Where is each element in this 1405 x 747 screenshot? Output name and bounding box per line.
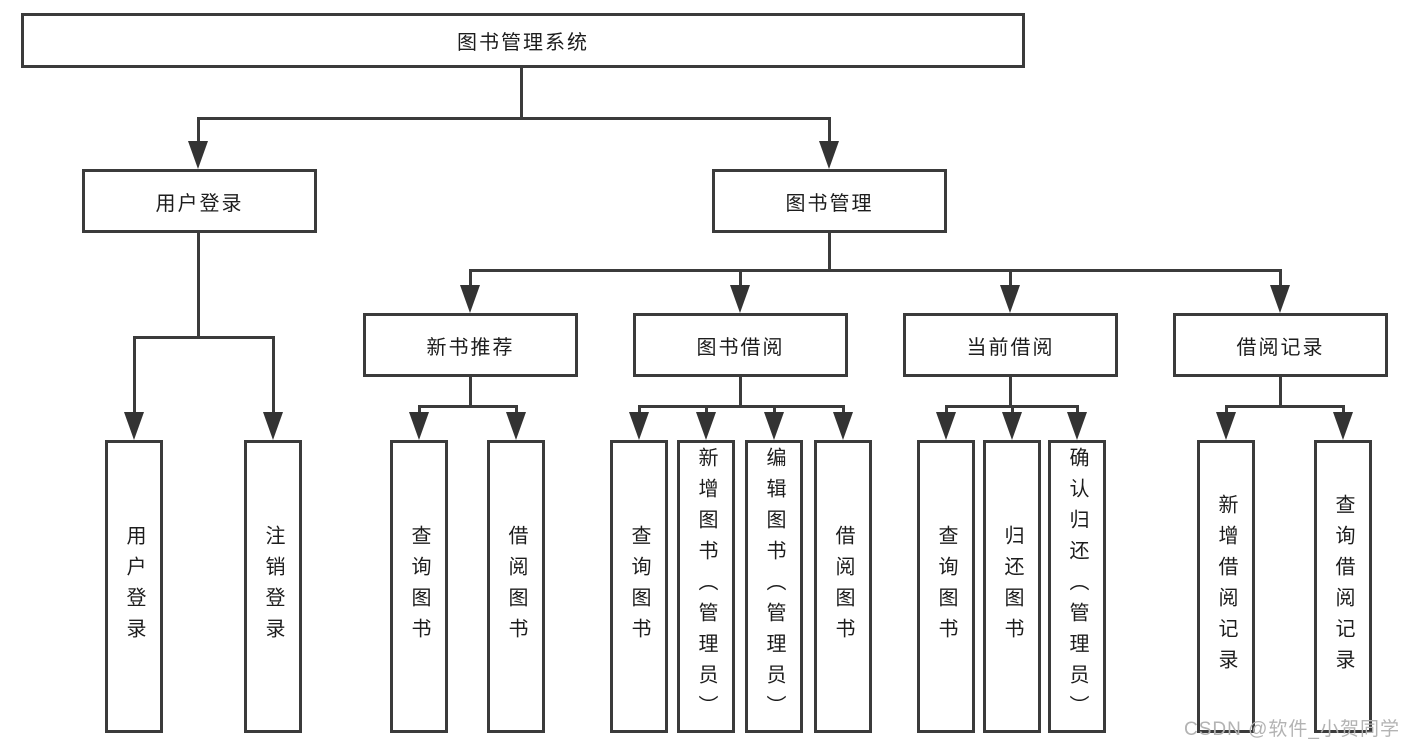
node-user-login: 用户登录 (82, 169, 317, 233)
leaf-query-book-3: 查询图书 (917, 440, 975, 733)
edge-rail-user-login (133, 336, 275, 339)
edge-drop (515, 405, 518, 414)
arrow-down-icon (1000, 285, 1020, 313)
edge-drop (1009, 269, 1012, 287)
edge-rail-book-borrow (638, 405, 845, 408)
arrow-down-icon (936, 412, 956, 440)
arrow-down-icon (1216, 412, 1236, 440)
arrow-down-icon (764, 412, 784, 440)
edge-rail-borrow-record (1225, 405, 1345, 408)
leaf-add-borrow-record: 新增借阅记录 (1197, 440, 1255, 733)
arrow-down-icon (696, 412, 716, 440)
edge-drop (1279, 269, 1282, 287)
node-book-borrow: 图书借阅 (633, 313, 848, 377)
csdn-watermark: CSDN @软件_小贺同学 (1184, 719, 1400, 740)
leaf-add-book-admin: 新增图书（管理员） (677, 440, 735, 733)
edge-drop (469, 269, 472, 287)
edge-drop (945, 405, 948, 414)
node-borrow-record: 借阅记录 (1173, 313, 1388, 377)
leaf-borrow-book-2: 借阅图书 (814, 440, 872, 733)
edge-drop (638, 405, 641, 414)
edge-drop (705, 405, 708, 414)
edge-book-borrow-stem (739, 377, 742, 405)
leaf-query-book-2: 查询图书 (610, 440, 668, 733)
edge-current-borrow-stem (1009, 377, 1012, 405)
edge-drop (773, 405, 776, 414)
edge-drop (197, 117, 200, 145)
node-root: 图书管理系统 (21, 13, 1025, 68)
leaf-query-borrow-record: 查询借阅记录 (1314, 440, 1372, 733)
arrow-down-icon (124, 412, 144, 440)
edge-drop (842, 405, 845, 414)
leaf-edit-book-admin: 编辑图书（管理员） (745, 440, 803, 733)
edge-root-stem (520, 68, 523, 117)
edge-rail-book-mgmt (469, 269, 1281, 272)
leaf-confirm-return-admin: 确认归还（管理员） (1048, 440, 1106, 733)
edge-drop (828, 117, 831, 145)
leaf-return-book: 归还图书 (983, 440, 1041, 733)
arrow-down-icon (819, 141, 839, 169)
arrow-down-icon (730, 285, 750, 313)
edge-borrow-record-stem (1279, 377, 1282, 405)
edge-drop (1342, 405, 1345, 414)
edge-rail-new-book (418, 405, 518, 408)
arrow-down-icon (460, 285, 480, 313)
edge-drop (739, 269, 742, 287)
edge-rail-level2 (197, 117, 831, 120)
edge-drop (272, 336, 275, 414)
edge-book-mgmt-stem (828, 233, 831, 269)
arrow-down-icon (833, 412, 853, 440)
edge-drop (1011, 405, 1014, 414)
arrow-down-icon (1002, 412, 1022, 440)
arrow-down-icon (409, 412, 429, 440)
edge-drop (1225, 405, 1228, 414)
arrow-down-icon (188, 141, 208, 169)
leaf-user-login: 用户登录 (105, 440, 163, 733)
arrow-down-icon (506, 412, 526, 440)
leaf-logout: 注销登录 (244, 440, 302, 733)
leaf-query-book-1: 查询图书 (390, 440, 448, 733)
arrow-down-icon (1067, 412, 1087, 440)
node-new-book-recommend: 新书推荐 (363, 313, 578, 377)
arrow-down-icon (263, 412, 283, 440)
arrow-down-icon (1333, 412, 1353, 440)
node-book-management: 图书管理 (712, 169, 947, 233)
edge-drop (418, 405, 421, 414)
edge-drop (1076, 405, 1079, 414)
edge-drop (133, 336, 136, 414)
edge-new-book-stem (469, 377, 472, 405)
arrow-down-icon (629, 412, 649, 440)
leaf-borrow-book-1: 借阅图书 (487, 440, 545, 733)
edge-user-login-stem (197, 233, 200, 336)
arrow-down-icon (1270, 285, 1290, 313)
node-current-borrow: 当前借阅 (903, 313, 1118, 377)
